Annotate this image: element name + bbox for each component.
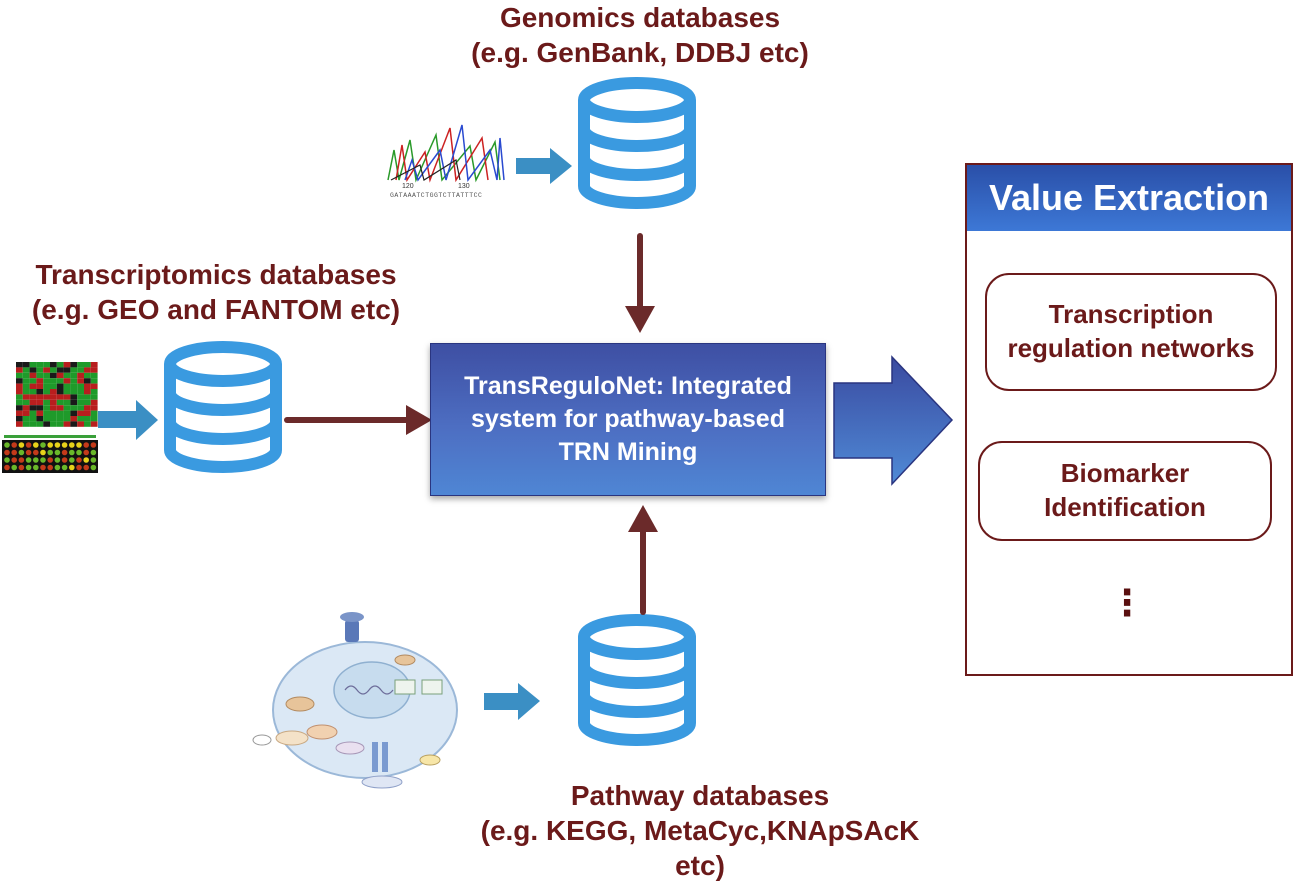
- genomics-database-icon: [584, 83, 690, 203]
- transcriptomics-examples: (e.g. GEO and FANTOM etc): [31, 294, 401, 325]
- chromatogram-tick-130: 130: [458, 183, 470, 190]
- chromatogram-sequence: GATAAATCTGGTCTTATTTCC: [390, 192, 482, 199]
- pathway-databases-label: Pathway databases (e.g. KEGG, MetaCyc,KN…: [410, 778, 990, 883]
- pathway-input-arrow-icon: [484, 683, 540, 720]
- transcriptomics-input-arrow-icon: [98, 400, 158, 440]
- more-items-ellipsis: ⋮: [1109, 582, 1145, 623]
- pathway-examples-line1: (e.g. KEGG, MetaCyc,KNApSAcK: [480, 815, 920, 846]
- value-extraction-title: Value Extraction: [967, 165, 1291, 231]
- pathway-database-icon: [584, 620, 690, 740]
- pathway-to-system-arrow-icon: [628, 505, 658, 615]
- output-arrow-icon: [833, 355, 954, 486]
- genomics-to-system-arrow-icon: [625, 233, 655, 333]
- value-item-1-line-2: regulation networks: [1007, 333, 1255, 363]
- transcriptomics-databases-label: Transcriptomics databases (e.g. GEO and …: [0, 257, 432, 327]
- transcriptomics-database-icon: [170, 347, 276, 467]
- transcriptomics-to-system-arrow-icon: [284, 405, 432, 435]
- chromatogram-icon: 120 130 GATAAATCTGGTCTTATTTCC: [387, 124, 505, 199]
- transcriptomics-title: Transcriptomics databases: [35, 259, 397, 290]
- genomics-input-arrow-icon: [516, 148, 572, 184]
- genomics-title: Genomics databases: [499, 2, 781, 33]
- pathway-title: Pathway databases: [570, 780, 830, 811]
- heatmap-icon: [2, 362, 98, 473]
- chromatogram-tick-120: 120: [402, 183, 414, 190]
- value-item-2-line-1: Biomarker: [1060, 458, 1190, 489]
- value-item-transcription-regulation-networks: Transcription regulation networks: [985, 273, 1277, 391]
- value-item-2-line-2: Identification: [1044, 492, 1206, 522]
- genomics-examples: (e.g. GenBank, DDBJ etc): [471, 37, 809, 68]
- central-line-3: TRN Mining: [558, 438, 698, 466]
- pathway-examples-line2: etc): [675, 850, 725, 881]
- pathway-cell-icon: [252, 612, 458, 789]
- genomics-databases-label: Genomics databases (e.g. GenBank, DDBJ e…: [380, 0, 900, 70]
- value-extraction-panel: Value Extraction Transcription regulatio…: [965, 163, 1293, 676]
- transreguionet-system-box: TransReguloNet: Integrated system for pa…: [430, 343, 826, 496]
- value-item-biomarker-identification: Biomarker Identification: [978, 441, 1272, 541]
- central-line-2: system for pathway-based: [470, 405, 785, 433]
- central-line-1: TransReguloNet: Integrated: [464, 372, 792, 400]
- value-item-1-line-1: Transcription: [1048, 299, 1214, 330]
